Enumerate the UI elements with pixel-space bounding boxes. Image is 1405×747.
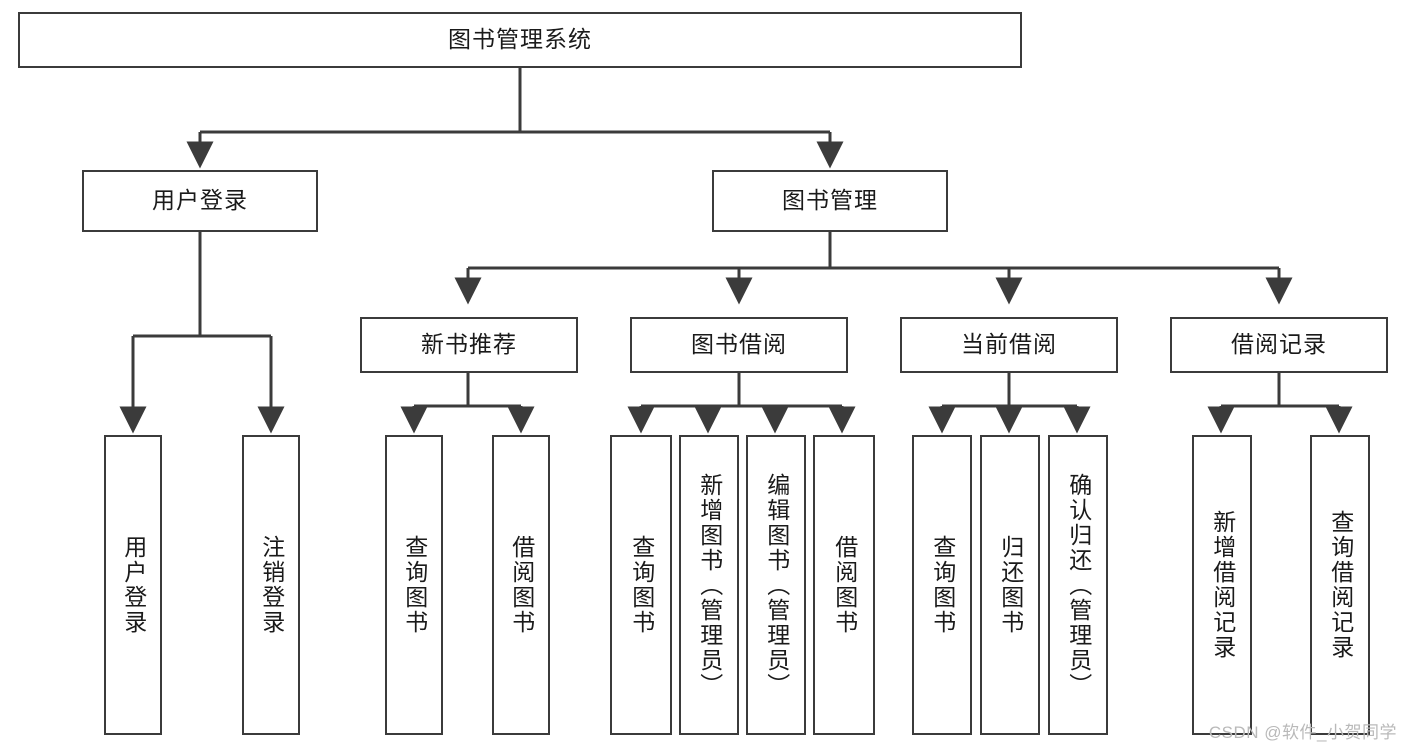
node-label: 新书推荐 [421,331,517,358]
node-label: 查询图书 [628,535,655,635]
node-leaf-borrow-book-1[interactable]: 借阅图书 [492,435,550,735]
node-label: 用户登录 [120,535,147,635]
node-leaf-query-book-1[interactable]: 查询图书 [385,435,443,735]
node-user-login[interactable]: 用户登录 [82,170,318,232]
node-label: 图书管理系统 [448,26,592,53]
csdn-watermark: CSDN @软件_小贺同学 [1208,723,1397,742]
node-label: 借阅图书 [508,535,535,635]
node-label: 归还图书 [997,535,1024,635]
node-label: 查询图书 [401,535,428,635]
node-label: 查询借阅记录 [1327,510,1354,660]
node-label: 新增图书（管理员） [696,472,723,698]
node-label: 图书借阅 [691,331,787,358]
node-label: 图书管理 [782,187,878,214]
node-book-borrow[interactable]: 图书借阅 [630,317,848,373]
node-label: 注销登录 [258,535,285,635]
node-label: 当前借阅 [961,331,1057,358]
node-leaf-confirm-return[interactable]: 确认归还（管理员） [1048,435,1108,735]
node-leaf-query-book-3[interactable]: 查询图书 [912,435,972,735]
node-label: 编辑图书（管理员） [763,472,790,698]
node-label: 借阅记录 [1231,331,1327,358]
node-leaf-return-book[interactable]: 归还图书 [980,435,1040,735]
node-label: 用户登录 [152,187,248,214]
node-label: 借阅图书 [831,535,858,635]
node-current-borrow[interactable]: 当前借阅 [900,317,1118,373]
node-leaf-add-book[interactable]: 新增图书（管理员） [679,435,739,735]
node-label: 确认归还（管理员） [1065,472,1092,698]
node-label: 查询图书 [929,535,956,635]
node-borrow-record[interactable]: 借阅记录 [1170,317,1388,373]
node-leaf-add-record[interactable]: 新增借阅记录 [1192,435,1252,735]
node-leaf-edit-book[interactable]: 编辑图书（管理员） [746,435,806,735]
node-leaf-query-book-2[interactable]: 查询图书 [610,435,672,735]
node-leaf-borrow-book-2[interactable]: 借阅图书 [813,435,875,735]
node-leaf-user-login[interactable]: 用户登录 [104,435,162,735]
node-leaf-query-record[interactable]: 查询借阅记录 [1310,435,1370,735]
node-leaf-logout-login[interactable]: 注销登录 [242,435,300,735]
node-root-book-management-system[interactable]: 图书管理系统 [18,12,1022,68]
node-book-management[interactable]: 图书管理 [712,170,948,232]
node-label: 新增借阅记录 [1209,510,1236,660]
node-new-book-recommend[interactable]: 新书推荐 [360,317,578,373]
